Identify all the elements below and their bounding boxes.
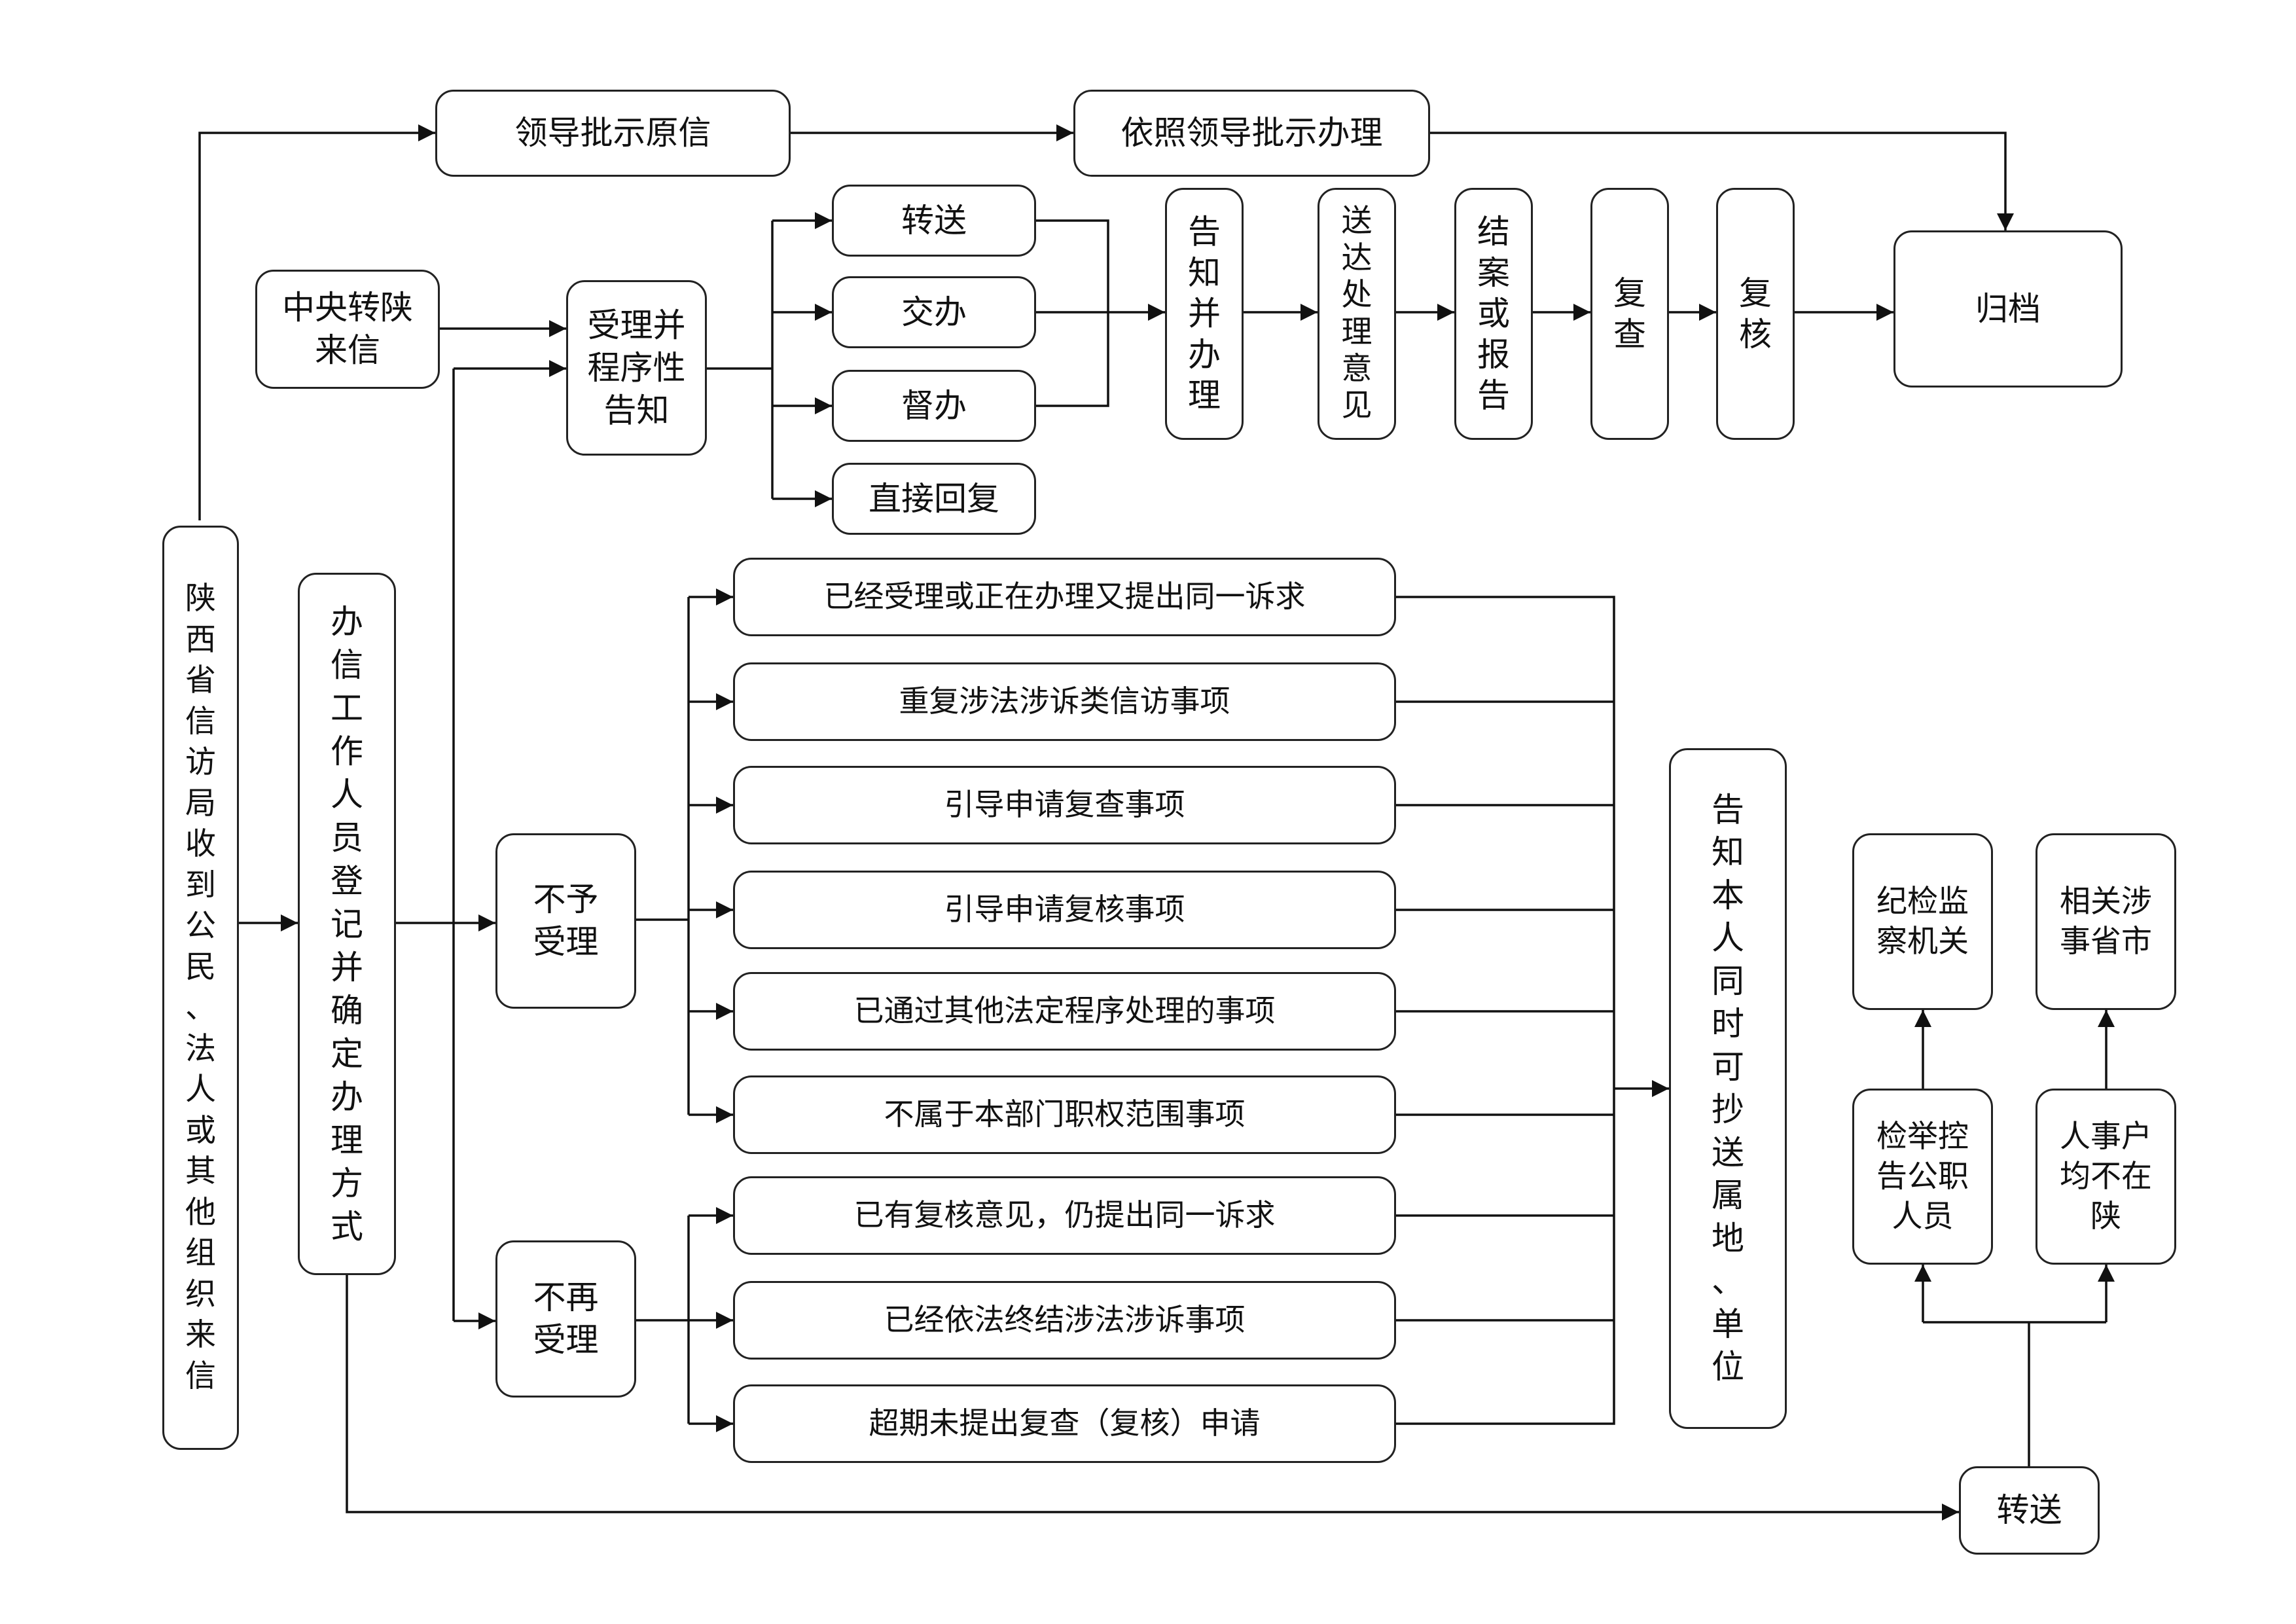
node-lead-instruct-label: 领导批示原信 (514, 114, 711, 152)
node-reason-2-label: 重复涉法涉诉类信访事项 (899, 683, 1230, 719)
node-notify-person: 告 知 本 人 同 时 可 抄 送 属 地 、 单 位 (1669, 748, 1787, 1429)
node-no-longer-accept: 不再 受理 (495, 1240, 636, 1398)
node-reason-8: 已经依法终结涉法涉诉事项 (733, 1281, 1396, 1360)
node-staff: 办 信 工 作 人 员 登 记 并 确 定 办 理 方 式 (298, 573, 396, 1275)
node-discipline-label: 纪检监 察机关 (1876, 883, 1969, 960)
arrow-staff-to-transfer-bottom (346, 1275, 1959, 1521)
node-reason-1: 已经受理或正在办理又提出同一诉求 (733, 558, 1396, 636)
node-review1: 复 查 (1590, 188, 1669, 440)
node-assign-label: 交办 (901, 293, 967, 331)
node-report-official: 检举控 告公职 人员 (1852, 1089, 1993, 1265)
node-related-city: 相关涉 事省市 (2036, 833, 2176, 1010)
node-lead-instruct: 领导批示原信 (435, 90, 791, 177)
node-archive-label: 归档 (1975, 289, 2041, 328)
node-transfer-bottom: 转送 (1959, 1466, 2100, 1555)
node-reason-9: 超期未提出复查（复核）申请 (733, 1384, 1396, 1463)
node-not-in-shaanxi: 人事户 均不在 陕 (2036, 1089, 2176, 1265)
node-reason-3: 引导申请复查事项 (733, 766, 1396, 844)
node-central-label: 中央转陕 来信 (282, 289, 413, 369)
arrow-follow-to-archive (1430, 132, 2014, 230)
node-accept-label: 受理并 程序性 告知 (587, 306, 686, 429)
node-report-official-label: 检举控 告公职 人员 (1876, 1118, 1969, 1235)
node-notify-handle-label: 告 知 并 办 理 (1188, 213, 1221, 415)
node-reason-6: 不属于本部门职权范围事项 (733, 1075, 1396, 1154)
node-central: 中央转陕 来信 (255, 270, 440, 389)
node-close-report-label: 结 案 或 报 告 (1477, 213, 1510, 415)
node-reason-4: 引导申请复核事项 (733, 871, 1396, 949)
node-supervise-label: 督办 (901, 386, 967, 425)
node-review1-label: 复 查 (1613, 274, 1646, 353)
node-transfer-bottom-label: 转送 (1996, 1491, 2062, 1529)
node-related-city-label: 相关涉 事省市 (2060, 883, 2152, 960)
node-accept: 受理并 程序性 告知 (566, 280, 707, 456)
node-follow-instruct: 依照领导批示办理 (1073, 90, 1430, 177)
node-review2-label: 复 核 (1739, 274, 1772, 353)
node-supervise: 督办 (832, 370, 1036, 442)
node-reply: 直接回复 (832, 463, 1036, 535)
node-reason-1-label: 已经受理或正在办理又提出同一诉求 (823, 579, 1306, 615)
node-notify-handle: 告 知 并 办 理 (1165, 188, 1244, 440)
node-archive: 归档 (1893, 230, 2123, 388)
node-review2: 复 核 (1716, 188, 1795, 440)
node-deliver-opinion-label: 送 达 处 理 意 见 (1341, 203, 1372, 424)
node-reason-6-label: 不属于本部门职权范围事项 (884, 1096, 1246, 1132)
node-notify-person-label: 告 知 本 人 同 时 可 抄 送 属 地 、 单 位 (1712, 790, 1744, 1386)
node-reason-9-label: 超期未提出复查（复核）申请 (869, 1405, 1261, 1441)
node-assign: 交办 (832, 276, 1036, 348)
node-reply-label: 直接回复 (869, 479, 999, 518)
node-follow-instruct-label: 依照领导批示办理 (1121, 114, 1383, 152)
node-reason-7: 已有复核意见，仍提出同一诉求 (733, 1176, 1396, 1255)
node-reason-7-label: 已有复核意见，仍提出同一诉求 (853, 1197, 1276, 1233)
node-staff-label: 办 信 工 作 人 员 登 记 并 确 定 办 理 方 式 (331, 602, 363, 1246)
node-not-in-shaanxi-label: 人事户 均不在 陕 (2060, 1118, 2152, 1235)
node-close-report: 结 案 或 报 告 (1454, 188, 1533, 440)
node-discipline: 纪检监 察机关 (1852, 833, 1993, 1010)
node-receive-label: 陕 西 省 信 访 局 收 到 公 民 、 法 人 或 其 他 组 织 来 信 (185, 581, 216, 1394)
arrow-receive-to-lead (198, 124, 435, 520)
node-receive: 陕 西 省 信 访 局 收 到 公 民 、 法 人 或 其 他 组 织 来 信 (162, 526, 239, 1450)
node-reason-5: 已通过其他法定程序处理的事项 (733, 972, 1396, 1051)
node-not-accept: 不予 受理 (495, 833, 636, 1009)
node-reason-4-label: 引导申请复核事项 (944, 892, 1185, 928)
node-reason-5-label: 已通过其他法定程序处理的事项 (853, 993, 1276, 1029)
node-no-longer-accept-label: 不再 受理 (533, 1278, 599, 1359)
node-reason-3-label: 引导申请复查事项 (944, 787, 1185, 823)
node-not-accept-label: 不予 受理 (533, 880, 599, 961)
line-reasons-spokes (1396, 700, 1614, 1322)
node-transfer: 转送 (832, 185, 1036, 257)
node-transfer-label: 转送 (901, 201, 967, 240)
node-reason-8-label: 已经依法终结涉法涉诉事项 (884, 1302, 1246, 1338)
node-reason-2: 重复涉法涉诉类信访事项 (733, 662, 1396, 741)
node-deliver-opinion: 送 达 处 理 意 见 (1318, 188, 1396, 440)
